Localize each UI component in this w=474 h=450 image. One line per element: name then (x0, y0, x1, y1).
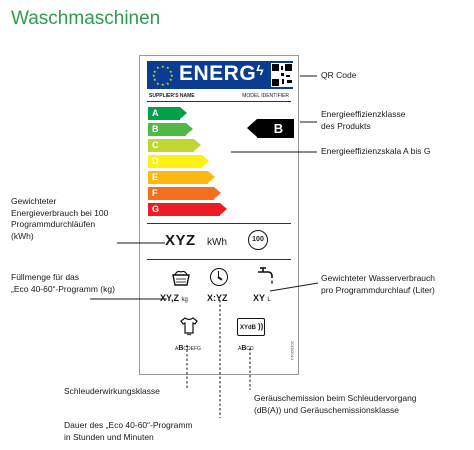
scale-bar-d: D (148, 155, 209, 168)
eu-flag-icon: ★★ ★★ ★★ ★★ ★★ ★★ (149, 63, 177, 87)
scale-bar-a: A (148, 107, 187, 120)
energy-consumption-unit: kWh (207, 237, 227, 248)
annotation-capacity: Füllmenge für das „Eco 40-60“-Programm (… (11, 272, 115, 294)
capacity-value: XY,Z kg (160, 293, 188, 303)
energy-wordmark: ENERGϟ (179, 62, 265, 85)
annotation-qr-code: QR Code (321, 70, 357, 80)
scale-bar-b: B (148, 123, 193, 136)
water-value: XY L (253, 293, 271, 303)
product-class-arrow: B (247, 119, 294, 138)
water-tap-icon (258, 267, 273, 284)
sound-wave-icon: )) (258, 322, 264, 331)
divider (147, 101, 291, 102)
energy-consumption-value: XYZ (165, 232, 196, 249)
scale-bar-g: G (148, 203, 227, 216)
scale-bar-e: E (148, 171, 215, 184)
model-identifier: MODEL IDENTIFIER (242, 93, 289, 99)
noise-speaker-icon: XYdB)) (237, 318, 265, 336)
label-header: ★★ ★★ ★★ ★★ ★★ ★★ ENERGϟ (147, 61, 293, 89)
clock-icon (210, 268, 228, 286)
hundred-cycles-icon: 100 (248, 230, 268, 250)
laundry-basket-icon (172, 270, 190, 286)
annotation-noise: Geräuschemission beim Schleudervorgang (… (254, 393, 417, 415)
annotation-weighted-energy: Gewichteter Energieverbrauch bei 100 Pro… (11, 196, 109, 241)
annotation-water: Gewichteter Wasserverbrauch pro Programm… (321, 273, 436, 295)
lightning-icon: ϟ (256, 62, 265, 78)
divider (147, 259, 291, 260)
qr-code-icon (271, 63, 293, 87)
regulation-number: 2019/2014 (290, 341, 295, 360)
annotation-duration: Dauer des „Eco 40-60“-Programm in Stunde… (64, 420, 193, 442)
page-title: Waschmaschinen (11, 8, 161, 29)
energy-label: ★★ ★★ ★★ ★★ ★★ ★★ ENERGϟ SUPPLIER'S NAME… (139, 55, 299, 375)
scale-bar-f: F (148, 187, 221, 200)
spin-drying-shirt-icon (180, 317, 198, 336)
spin-class-scale: ABCDEFG (175, 345, 201, 352)
annotation-spin-class: Schleuderwirkungsklasse (64, 386, 160, 396)
annotation-efficiency-scale: Energieeffizienzskala A bis G (321, 146, 431, 156)
scale-bar-c: C (148, 139, 201, 152)
annotation-efficiency-class: Energieeffizienzklasse des Produkts (321, 109, 406, 131)
duration-value: X:YZ (207, 293, 228, 303)
supplier-name: SUPPLIER'S NAME (149, 93, 195, 99)
divider (147, 223, 291, 224)
